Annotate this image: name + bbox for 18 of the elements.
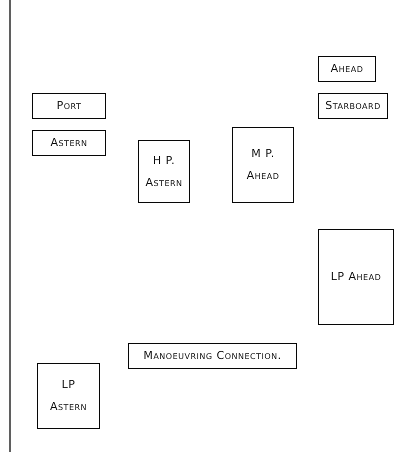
label-box xyxy=(318,229,394,325)
box-label: Astern xyxy=(50,135,88,151)
box-label: Starboard xyxy=(325,98,381,114)
box-label: M P. Ahead xyxy=(246,146,280,184)
label-box xyxy=(37,363,100,429)
label-box xyxy=(318,56,376,82)
box-label: LP Ahead xyxy=(330,269,382,285)
box-label: Manoeuvring Connection. xyxy=(143,348,282,364)
box-label: H P. Astern xyxy=(144,152,184,190)
label-box xyxy=(128,343,297,369)
box-label: LP Astern xyxy=(48,377,88,415)
label-box xyxy=(318,93,388,119)
label-box xyxy=(32,93,106,119)
label-box xyxy=(232,127,294,203)
label-box xyxy=(32,130,106,156)
box-label: Ahead xyxy=(330,61,364,77)
label-box xyxy=(138,140,190,203)
box-label: Port xyxy=(56,98,82,114)
